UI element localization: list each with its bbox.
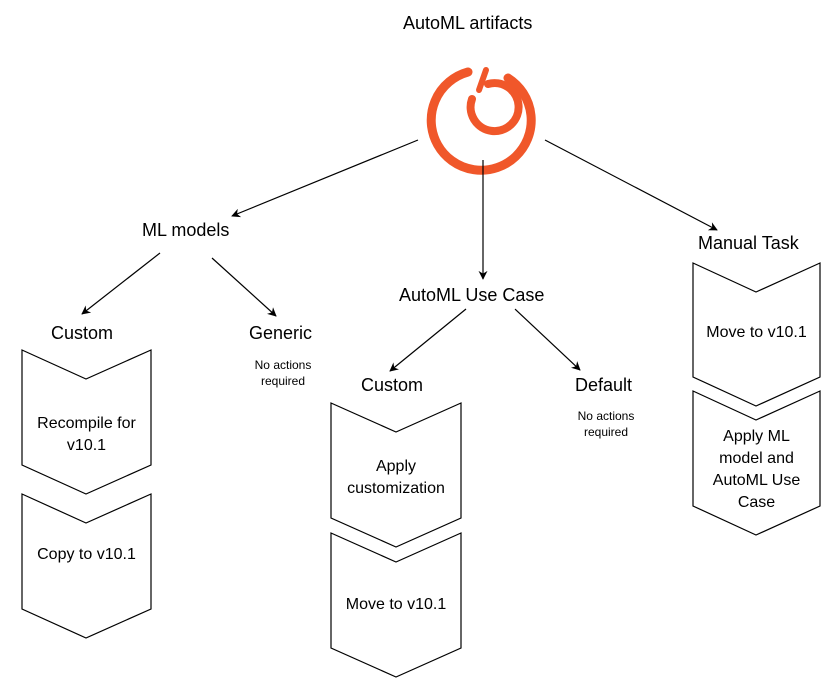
- step-shape-ml-custom-1: [21, 349, 152, 495]
- step-ml-custom-recompile: Recompile for v10.1: [37, 415, 136, 454]
- step-shape-manual-1: [692, 262, 821, 407]
- step-shape-manual-2: [692, 390, 821, 536]
- step-manual-apply: Apply ML model and AutoML Use Case: [712, 428, 801, 511]
- step-ml-custom-copy: Copy to v10.1: [37, 546, 136, 563]
- ml-generic-label: Generic: [249, 323, 313, 343]
- uc-default-label: Default: [575, 375, 633, 395]
- manual-task-label: Manual Task: [698, 233, 799, 253]
- ml-models-label: ML models: [142, 220, 230, 240]
- diagram-title: AutoML artifacts: [403, 13, 533, 33]
- arrow-ml-models-to-custom: [81, 252, 161, 315]
- uc-default-note: No actions required: [577, 409, 635, 439]
- step-uc-custom-apply: Apply customization: [347, 458, 445, 497]
- step-shape-uc-custom-2: [330, 532, 462, 678]
- arrow-logo-to-ml-models: [231, 139, 419, 218]
- use-case-label: AutoML Use Case: [399, 285, 545, 305]
- step-shape-ml-custom-2: [21, 493, 152, 639]
- ml-custom-label: Custom: [51, 323, 114, 343]
- step-uc-custom-move: Move to v10.1: [345, 596, 447, 613]
- arrow-logo-to-manual-task: [544, 139, 718, 231]
- automl-logo-icon: [426, 67, 536, 175]
- arrow-use-case-to-custom: [389, 308, 467, 372]
- arrow-ml-models-to-generic: [211, 257, 277, 317]
- step-shape-uc-custom-1: [330, 402, 462, 548]
- ml-generic-note: No actions required: [254, 358, 312, 388]
- step-manual-move: Move to v10.1: [706, 324, 807, 341]
- uc-custom-label: Custom: [361, 375, 424, 395]
- arrow-use-case-to-default: [514, 308, 581, 371]
